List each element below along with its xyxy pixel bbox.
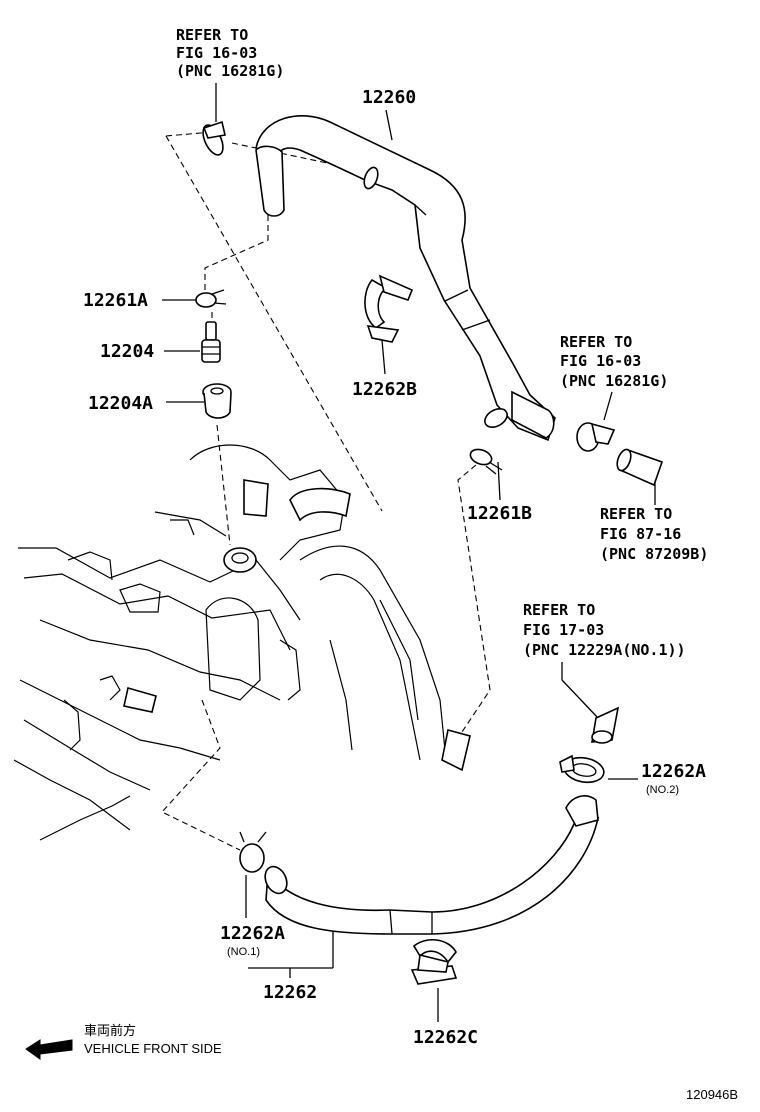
direction-label-en: VEHICLE FRONT SIDE xyxy=(84,1041,222,1056)
engine-outline xyxy=(13,444,471,841)
hose-12262 xyxy=(264,795,600,935)
part-note-12262a-upper: (NO.2) xyxy=(646,784,679,796)
ref-right-lower-line3: (PNC 12229A(NO.1)) xyxy=(523,641,686,659)
hose-12260 xyxy=(255,115,556,442)
ref-top-left: REFER TO FIG 16-03 (PNC 16281G) xyxy=(176,26,284,80)
ref-right-mid: REFER TO FIG 87-16 (PNC 87209B) xyxy=(600,505,708,563)
diagram-id: 120946B xyxy=(686,1087,738,1102)
clamp-12262b xyxy=(364,274,414,343)
ref-right-mid-line1: REFER TO xyxy=(600,505,672,523)
leader-lines xyxy=(162,83,656,1022)
part-label-12261b: 12261B xyxy=(467,503,532,524)
ref-right-upper-line3: (PNC 16281G) xyxy=(560,372,668,390)
part-label-12261a: 12261A xyxy=(83,290,148,311)
pipe-ref-17-03 xyxy=(591,706,620,744)
ref-right-lower-line1: REFER TO xyxy=(523,601,595,619)
arrow-left-icon xyxy=(25,1039,73,1060)
part-label-12204: 12204 xyxy=(100,341,154,362)
part-label-12260: 12260 xyxy=(362,87,416,108)
ref-right-lower-line2: FIG 17-03 xyxy=(523,621,604,639)
ref-right-mid-line2: FIG 87-16 xyxy=(600,525,681,543)
clamp-12261a xyxy=(195,289,227,308)
dashed-guides xyxy=(161,131,546,851)
clamp-12262c xyxy=(410,939,458,985)
grommet-12204a xyxy=(202,383,232,419)
ref-top-left-line2: FIG 16-03 xyxy=(176,44,257,62)
clamp-right-upper xyxy=(576,422,616,452)
ref-right-upper-line1: REFER TO xyxy=(560,333,632,351)
part-note-12262a-lower: (NO.1) xyxy=(227,946,260,958)
ref-right-lower: REFER TO FIG 17-03 (PNC 12229A(NO.1)) xyxy=(523,601,686,659)
direction-indicator: 車両前方 VEHICLE FRONT SIDE xyxy=(25,1023,222,1060)
part-label-12262c: 12262C xyxy=(413,1027,478,1048)
clamp-top-left xyxy=(202,120,226,156)
valve-12204 xyxy=(201,321,221,363)
ref-right-upper-line2: FIG 16-03 xyxy=(560,352,641,370)
ref-right-upper: REFER TO FIG 16-03 (PNC 16281G) xyxy=(560,333,668,390)
part-label-12262a-upper: 12262A xyxy=(641,761,706,782)
part-label-12262: 12262 xyxy=(263,982,317,1003)
ref-top-left-line3: (PNC 16281G) xyxy=(176,62,284,80)
ref-top-left-line1: REFER TO xyxy=(176,26,248,44)
clamp-12261b xyxy=(469,448,503,475)
clamp-12262a-lower xyxy=(239,831,267,873)
part-label-12262a-lower: 12262A xyxy=(220,923,285,944)
part-label-12204a: 12204A xyxy=(88,393,153,414)
clamp-12262a-upper xyxy=(559,754,605,784)
pipe-ref-87-16 xyxy=(616,448,664,487)
direction-label-jp: 車両前方 xyxy=(84,1023,136,1038)
ref-right-mid-line3: (PNC 87209B) xyxy=(600,545,708,563)
part-label-12262b: 12262B xyxy=(352,379,417,400)
